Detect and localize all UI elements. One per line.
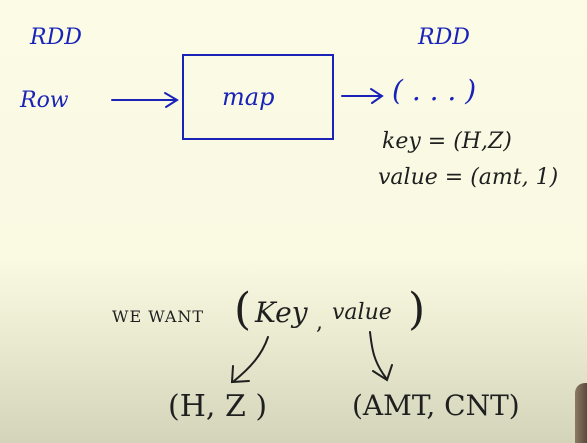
presenter-partial-image xyxy=(575,383,587,443)
value-result: (AMT, CNT) xyxy=(352,389,520,422)
output-rdd-content: ( . . . ) xyxy=(392,74,477,107)
pair-key: Key xyxy=(255,296,308,329)
key-result: (H, Z ) xyxy=(168,389,268,424)
pair-open-paren: ( xyxy=(234,284,252,335)
left-rdd-label: RDD xyxy=(30,25,82,50)
output-arrow xyxy=(341,88,384,104)
we-want-label: WE WANT xyxy=(112,307,205,326)
map-label: map xyxy=(222,83,275,111)
right-rdd-label: RDD xyxy=(418,25,470,50)
row-label: Row xyxy=(20,88,69,113)
value-down-arrow xyxy=(369,331,393,382)
key-definition: key = (H,Z) xyxy=(382,129,512,154)
pair-value: value xyxy=(332,300,392,325)
input-arrow xyxy=(111,92,179,108)
pair-close-paren: ) xyxy=(408,284,426,335)
value-definition: value = (amt, 1) xyxy=(378,165,559,190)
map-box xyxy=(182,54,334,140)
pair-comma: , xyxy=(316,310,323,335)
key-down-arrow xyxy=(230,336,269,384)
